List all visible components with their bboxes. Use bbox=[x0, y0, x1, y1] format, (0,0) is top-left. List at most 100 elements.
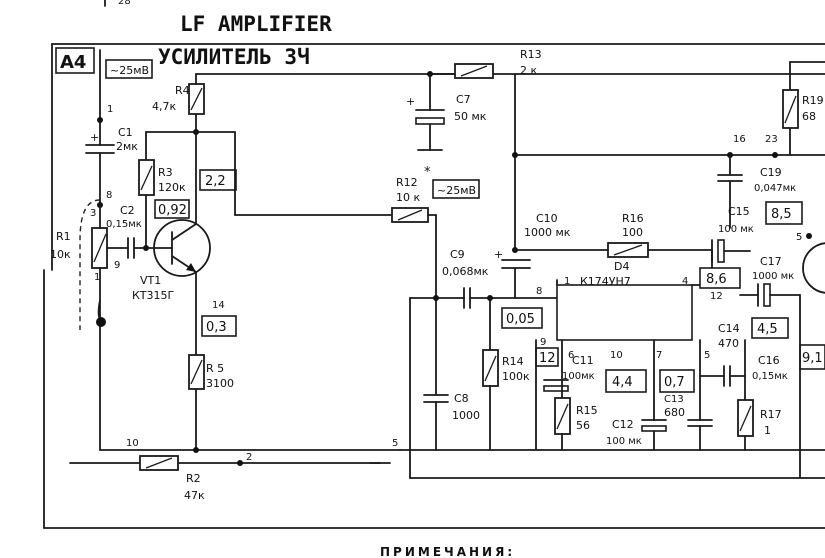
v-2-2-box bbox=[199, 169, 237, 191]
v-4-5: 4,5 bbox=[757, 322, 778, 337]
r2-value: 47к bbox=[184, 489, 205, 502]
c8-value: 1000 bbox=[452, 409, 480, 422]
d4-value: К174УН7 bbox=[580, 275, 631, 288]
c7-value: 50 мк bbox=[454, 110, 487, 123]
r12-value: 10 к bbox=[396, 191, 420, 204]
v-8-5-box bbox=[765, 201, 803, 225]
c10-plus: + bbox=[494, 248, 503, 261]
c1-value: 2мк bbox=[116, 140, 138, 153]
d4-pin-7-label: 7 bbox=[656, 350, 662, 361]
v-0-05-box bbox=[501, 307, 543, 329]
r16-value: 100 bbox=[622, 226, 643, 239]
r16-hatch bbox=[613, 244, 643, 256]
r1-value: 10к bbox=[50, 248, 71, 261]
c8-ref: C8 bbox=[454, 392, 469, 405]
v-4-4: 4,4 bbox=[612, 375, 633, 390]
r12-hatch bbox=[397, 209, 423, 221]
vt1-body bbox=[153, 219, 211, 277]
d4-pin-5-label: 5 bbox=[704, 350, 710, 361]
v-0-92: 0,92 bbox=[158, 203, 187, 218]
r15-hatch bbox=[556, 403, 569, 430]
d4-pin-9-label: 9 bbox=[540, 337, 546, 348]
r3-ref: R3 bbox=[158, 166, 173, 179]
d4-pin-1-label: 1 bbox=[564, 276, 570, 287]
node-2 bbox=[237, 460, 243, 466]
d4-ic-body bbox=[556, 284, 693, 341]
pin-9-label: 9 bbox=[114, 260, 120, 271]
r13-hatch bbox=[460, 65, 488, 77]
r3-value: 120к bbox=[158, 181, 186, 194]
r3-hatch bbox=[140, 165, 153, 191]
d4-pin-10-label: 10 bbox=[610, 350, 623, 361]
c17-ref: C17 bbox=[760, 255, 782, 268]
r1-ref: R1 bbox=[56, 230, 71, 243]
v-9-1: 9,1 bbox=[802, 351, 823, 366]
pin-23-label: 23 bbox=[765, 134, 778, 145]
r13-value: 2 к bbox=[520, 64, 537, 77]
vt1-emitter-arrow bbox=[186, 263, 196, 272]
v-4-4-box bbox=[605, 369, 647, 393]
v-8-6-box bbox=[699, 267, 741, 289]
pin-3-label: 3 bbox=[90, 208, 96, 219]
r17-hatch bbox=[739, 405, 752, 432]
r15-value: 56 bbox=[576, 419, 590, 432]
speaker-symbol bbox=[802, 242, 825, 294]
c17-value: 1000 мк bbox=[752, 271, 794, 282]
r4-ref: R4 bbox=[175, 84, 190, 97]
c16-ref: C16 bbox=[758, 354, 780, 367]
v-12: 12 bbox=[539, 351, 556, 366]
c12-value: 100 мк bbox=[606, 436, 642, 447]
v-2-2: 2,2 bbox=[205, 174, 226, 189]
mid-signal: ~25мВ bbox=[437, 184, 476, 197]
pin-16-label: 16 bbox=[733, 134, 746, 145]
c2-value: 0,15мк bbox=[106, 219, 142, 230]
c1-ref: C1 bbox=[118, 126, 133, 139]
v-8-6: 8,6 bbox=[706, 272, 727, 287]
r14-ref: R14 bbox=[502, 355, 524, 368]
r12-ref: R12 bbox=[396, 176, 418, 189]
block-label-box bbox=[55, 47, 95, 74]
v-4-5-box bbox=[751, 317, 789, 339]
c2-ref: C2 bbox=[120, 204, 135, 217]
c7-ref: C7 bbox=[456, 93, 471, 106]
c11-value: 100мк bbox=[562, 371, 595, 382]
pin-5-right-label: 5 bbox=[796, 232, 802, 243]
r19-ref: R19 bbox=[802, 94, 824, 107]
r16-ref: R16 bbox=[622, 212, 644, 225]
r14-value: 100к bbox=[502, 370, 530, 383]
r5-hatch bbox=[190, 359, 203, 385]
r5-value: 3100 bbox=[206, 377, 234, 390]
pin-14-label: 14 bbox=[212, 300, 225, 311]
c1-plus: + bbox=[90, 131, 99, 144]
c14-value: 470 bbox=[718, 337, 739, 350]
c11-ref: C11 bbox=[572, 354, 594, 367]
c19-value: 0,047мк bbox=[754, 183, 796, 194]
r17-ref: R17 bbox=[760, 408, 782, 421]
v-0-3: 0,3 bbox=[206, 320, 227, 335]
r4-value: 4,7к bbox=[152, 100, 176, 113]
node-ground-emitter bbox=[193, 447, 199, 453]
v-0-3-box bbox=[201, 315, 237, 337]
node-5-right bbox=[806, 233, 812, 239]
c15-ref: C15 bbox=[728, 205, 750, 218]
notes-heading: ПРИМЕЧАНИЯ: bbox=[380, 545, 515, 558]
pin-1-label: 1 bbox=[107, 104, 113, 115]
d4-pin-6-label: 6 bbox=[568, 350, 574, 361]
shield-dashed bbox=[79, 199, 101, 330]
r1-hatch bbox=[93, 233, 107, 263]
pin-10-label: 10 bbox=[126, 438, 139, 449]
d4-pin-12-label: 12 bbox=[710, 291, 723, 302]
input-signal-box bbox=[105, 59, 153, 79]
r4-hatch bbox=[190, 87, 203, 111]
node-23 bbox=[772, 152, 778, 158]
vt1-value: КТ315Г bbox=[132, 289, 175, 302]
c16-value: 0,15мк bbox=[752, 371, 788, 382]
c10-value: 1000 мк bbox=[524, 226, 571, 239]
pin-8-label: 8 bbox=[106, 190, 112, 201]
r19-value: 68 bbox=[802, 110, 816, 123]
node-1 bbox=[97, 117, 103, 123]
c15-value: 100 мк bbox=[718, 224, 754, 235]
r19-hatch bbox=[784, 95, 797, 124]
title-ru: УСИЛИТЕЛЬ ЗЧ bbox=[158, 45, 310, 69]
d4-ref: D4 bbox=[614, 260, 629, 273]
